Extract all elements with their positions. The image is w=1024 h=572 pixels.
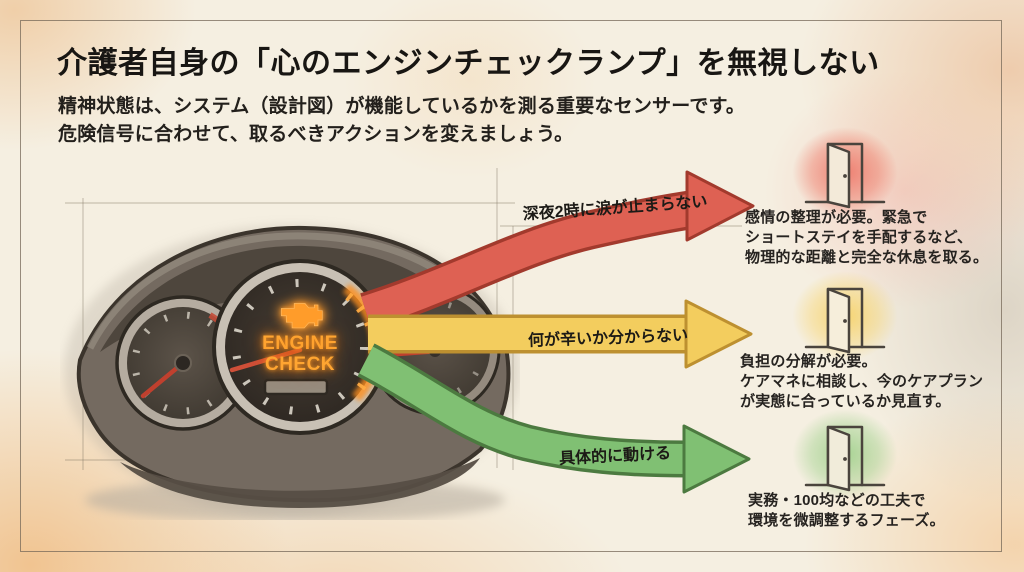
description-line: 物理的な距離と完全な休息を取る。 [745, 249, 989, 266]
subtitle-line-2: 危険信号に合わせて、取るべきアクションを変えましょう。 [58, 124, 574, 145]
description-line: ケアマネに相談し、今のケアプラン [740, 373, 984, 390]
description-line: ショートステイを手配するなど、 [745, 229, 973, 246]
door-icon-ok [804, 425, 886, 492]
description-line: 実務・100均などの工夫で [748, 492, 926, 509]
description-line: が実態に合っているか見直す。 [740, 393, 951, 410]
arrow-warning [368, 299, 753, 369]
door-icon-warning [804, 287, 886, 354]
description-line: 負担の分解が必要。 [740, 353, 877, 370]
description-ok: 実務・100均などの工夫で 環境を微調整するフェーズ。 [748, 491, 945, 531]
odometer-display [263, 378, 329, 396]
description-line: 感情の整理が必要。緊急で [745, 209, 928, 226]
arrow-ok [357, 343, 751, 494]
engine-icon [280, 303, 323, 329]
door-icon-critical [804, 142, 886, 209]
description-critical: 感情の整理が必要。緊急で ショートステイを手配するなど、 物理的な距離と完全な休… [745, 208, 988, 268]
lamp-text-engine: ENGINE [262, 333, 338, 354]
description-warning: 負担の分解が必要。 ケアマネに相談し、今のケアプラン が実態に合っているか見直す… [740, 352, 983, 412]
engine-check-lamp: ENGINE CHECK [252, 299, 348, 375]
description-line: 環境を微調整するフェーズ。 [748, 512, 945, 529]
page-title: 介護者自身の「心のエンジンチェックランプ」を無視しない [57, 47, 880, 80]
cluster-visor [100, 245, 490, 352]
arrow-critical [360, 170, 755, 331]
lamp-text-check: CHECK [264, 354, 336, 375]
subtitle-line-1: 精神状態は、システム（設計図）が機能しているかを測る重要なセンサーです。 [58, 96, 746, 117]
